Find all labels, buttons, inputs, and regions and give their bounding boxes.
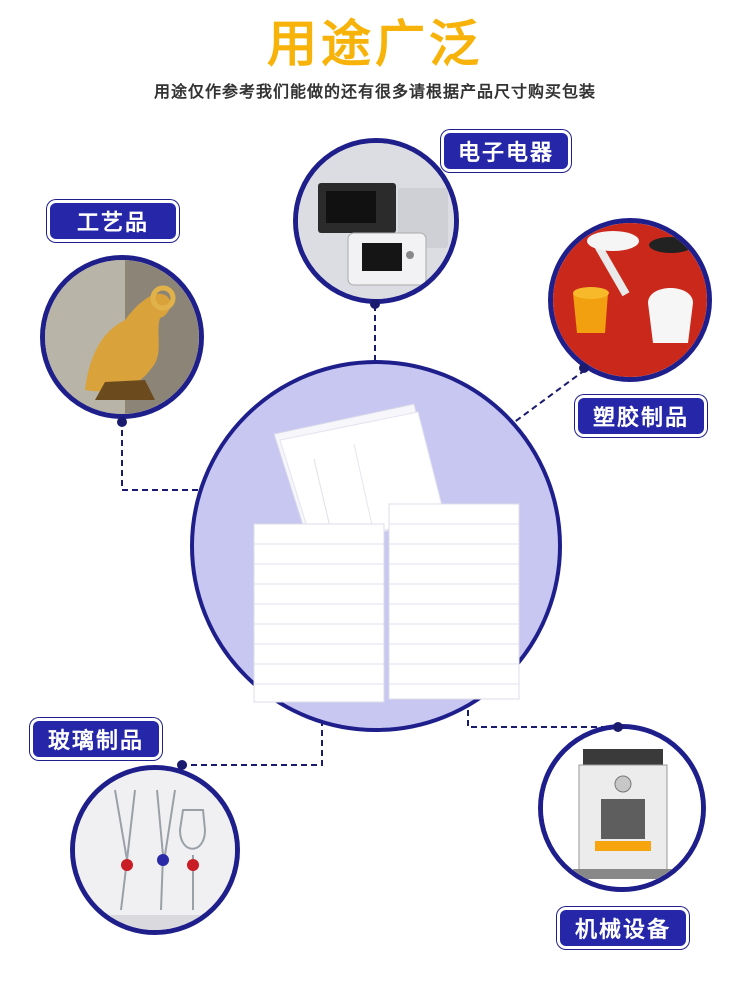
label-plastics: 塑胶制品 [578, 398, 704, 434]
page-subtitle: 用途仅作参考我们能做的还有很多请根据产品尺寸购买包装 [153, 82, 596, 101]
page-title: 用途广泛 [267, 15, 483, 73]
plastics-image [548, 218, 712, 382]
dot-machinery [613, 722, 623, 732]
foam-stack-left [253, 523, 385, 703]
glass-image [70, 765, 240, 935]
foam-stack-right [388, 503, 520, 700]
label-machinery: 机械设备 [560, 910, 686, 946]
dot-crafts [117, 417, 127, 427]
label-crafts: 工艺品 [50, 203, 176, 239]
center-product-circle [190, 360, 562, 732]
dot-plastics [579, 363, 589, 373]
crafts-image [40, 255, 204, 419]
label-electronics: 电子电器 [444, 133, 568, 169]
dot-glass [177, 760, 187, 770]
dot-electronics [370, 299, 380, 309]
foam-bags-image [253, 403, 520, 703]
machinery-image [538, 724, 706, 892]
electronics-image [293, 138, 459, 304]
label-glass: 玻璃制品 [33, 721, 159, 757]
